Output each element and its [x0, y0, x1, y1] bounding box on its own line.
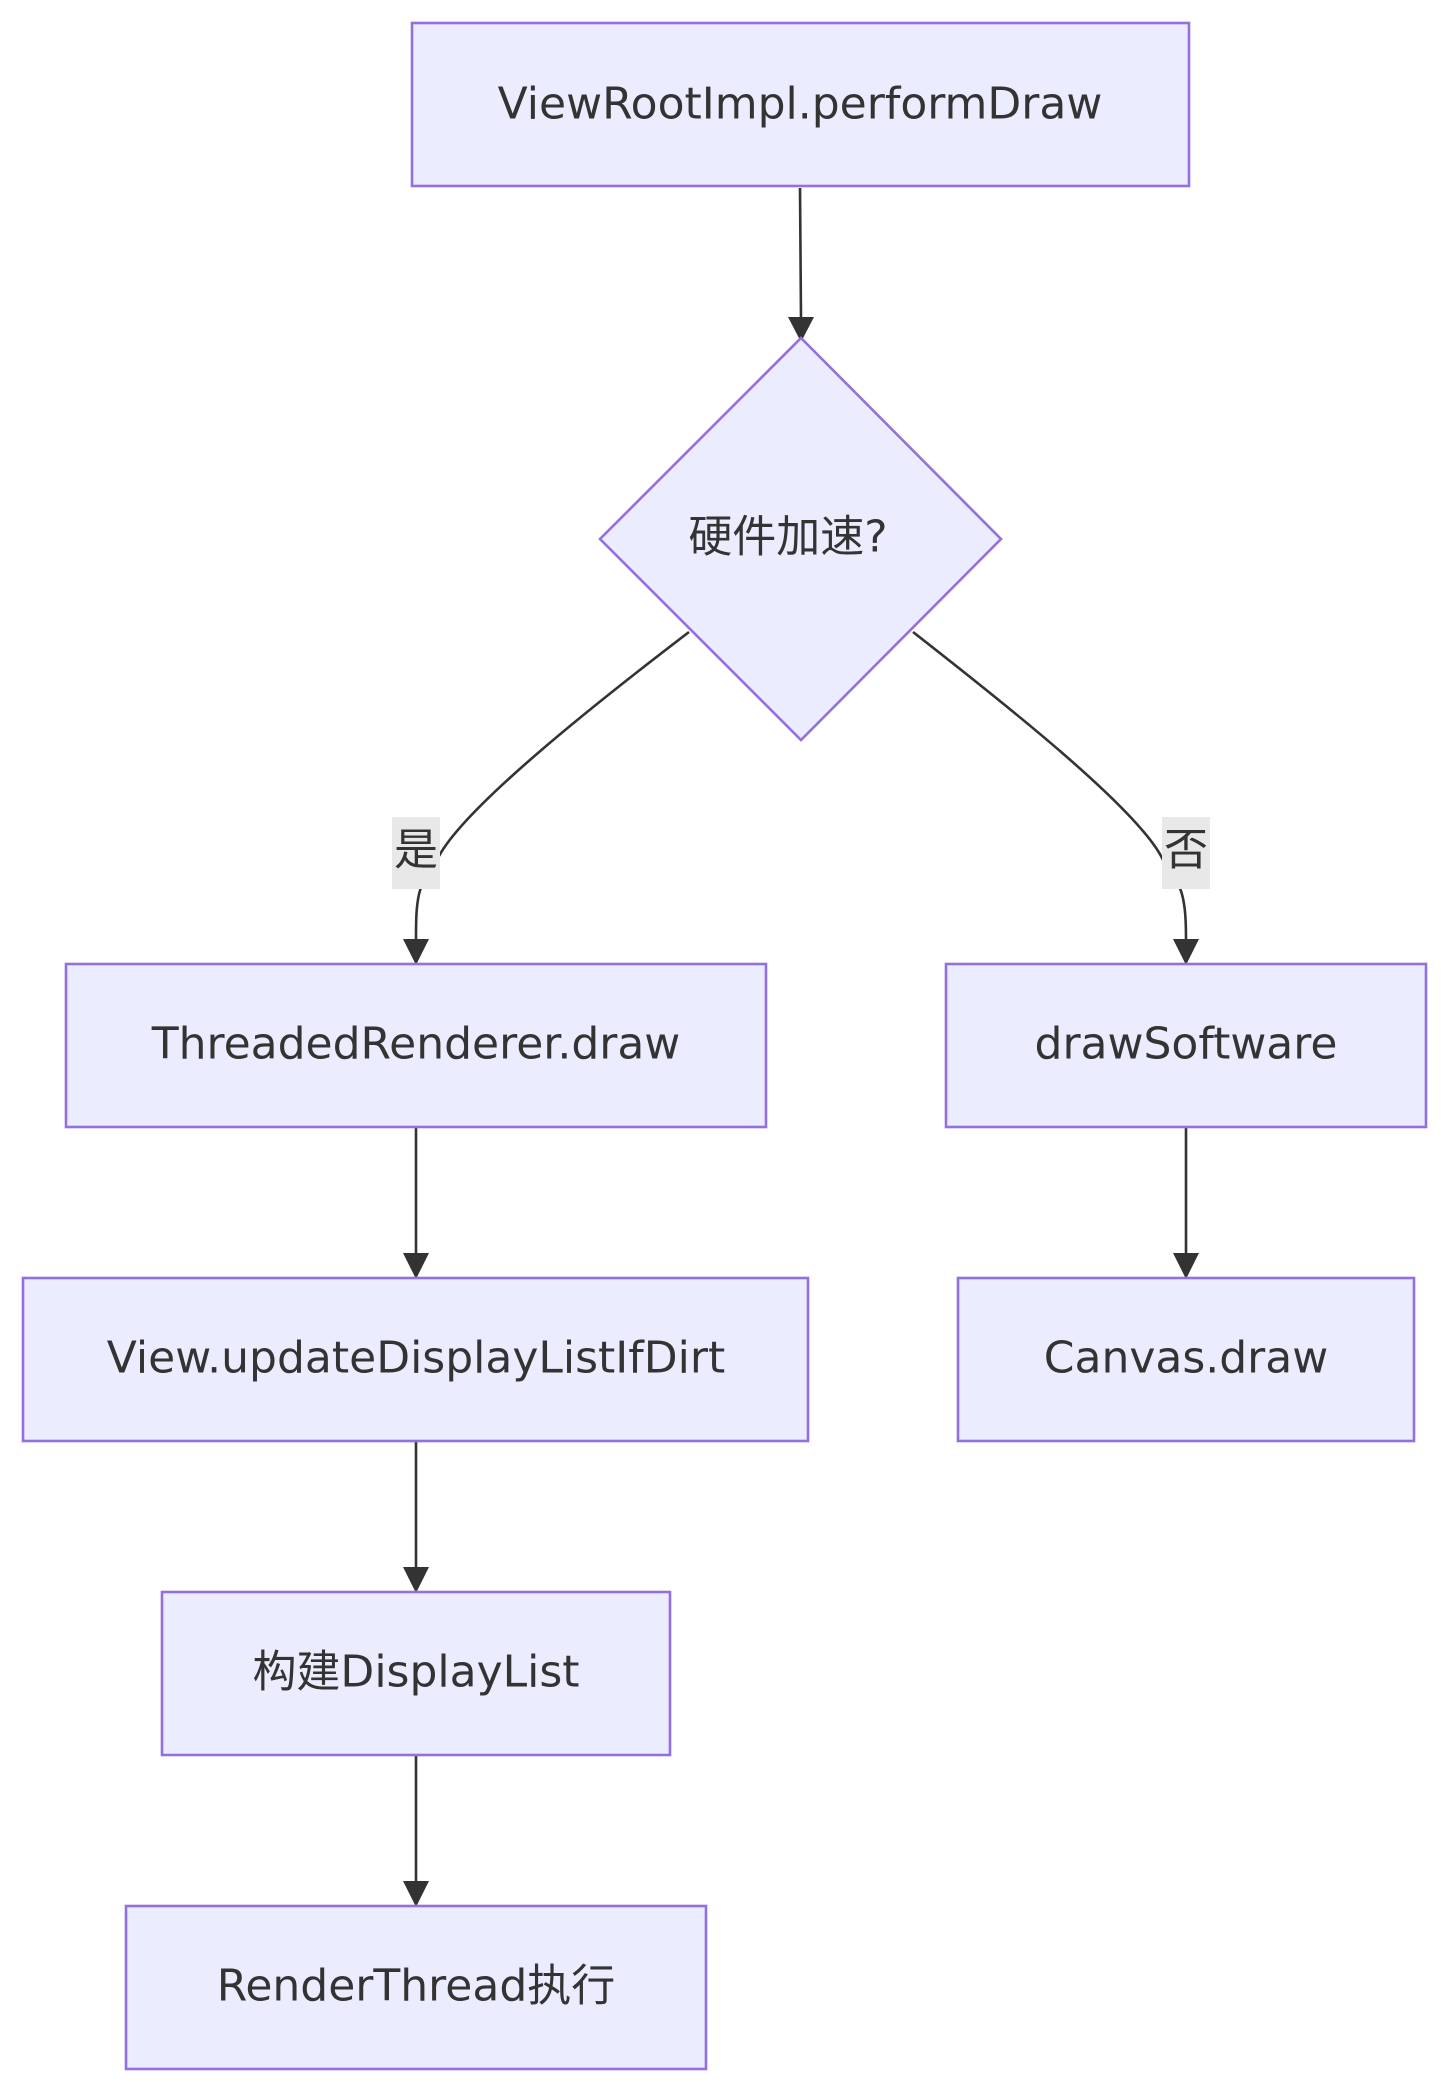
node-draw-software: drawSoftware: [944, 962, 1428, 1129]
arrow-builddisplaylist-to-renderthread: [403, 1881, 429, 1907]
node-perform-draw-label: ViewRootImpl.performDraw: [498, 79, 1103, 130]
node-canvas-draw: Canvas.draw: [956, 1276, 1416, 1443]
arrow-updatedisplaylist-to-builddisplaylist: [403, 1567, 429, 1593]
edge-decision-to-drawsoftware: [912, 630, 1188, 941]
node-update-display-list: View.updateDisplayListIfDirt: [21, 1276, 810, 1443]
edge-performdraw-to-decision: [798, 187, 803, 319]
node-perform-draw: ViewRootImpl.performDraw: [410, 21, 1191, 188]
arrow-performdraw-to-decision: [788, 317, 814, 342]
edge-label-no: 否: [1162, 817, 1210, 889]
arrow-decision-to-threadedrenderer: [403, 939, 429, 965]
edge-decision-to-threadedrenderer: [414, 630, 690, 941]
edges: [403, 187, 1199, 1907]
arrow-threadedrenderer-to-updatedisplaylist: [403, 1253, 429, 1279]
edge-label-yes: 是: [392, 817, 440, 889]
node-decision: 硬件加速?: [598, 336, 1003, 742]
node-threaded-renderer: ThreadedRenderer.draw: [64, 962, 768, 1129]
node-canvas-draw-label: Canvas.draw: [1044, 1333, 1328, 1384]
node-update-display-list-label: View.updateDisplayListIfDirt: [107, 1333, 725, 1384]
arrow-drawsoftware-to-canvasdraw: [1173, 1253, 1199, 1279]
node-render-thread-label: RenderThread执行: [217, 1961, 616, 2012]
node-render-thread: RenderThread执行: [124, 1904, 708, 2071]
node-build-display-list: 构建DisplayList: [160, 1590, 672, 1757]
node-decision-label: 硬件加速?: [688, 512, 887, 563]
node-draw-software-label: drawSoftware: [1035, 1019, 1338, 1070]
node-build-display-list-label: 构建DisplayList: [252, 1647, 579, 1698]
arrow-decision-to-drawsoftware: [1173, 939, 1199, 965]
edge-label-yes-text: 是: [394, 825, 438, 876]
node-threaded-renderer-label: ThreadedRenderer.draw: [151, 1019, 681, 1070]
edge-label-no-text: 否: [1164, 825, 1208, 876]
